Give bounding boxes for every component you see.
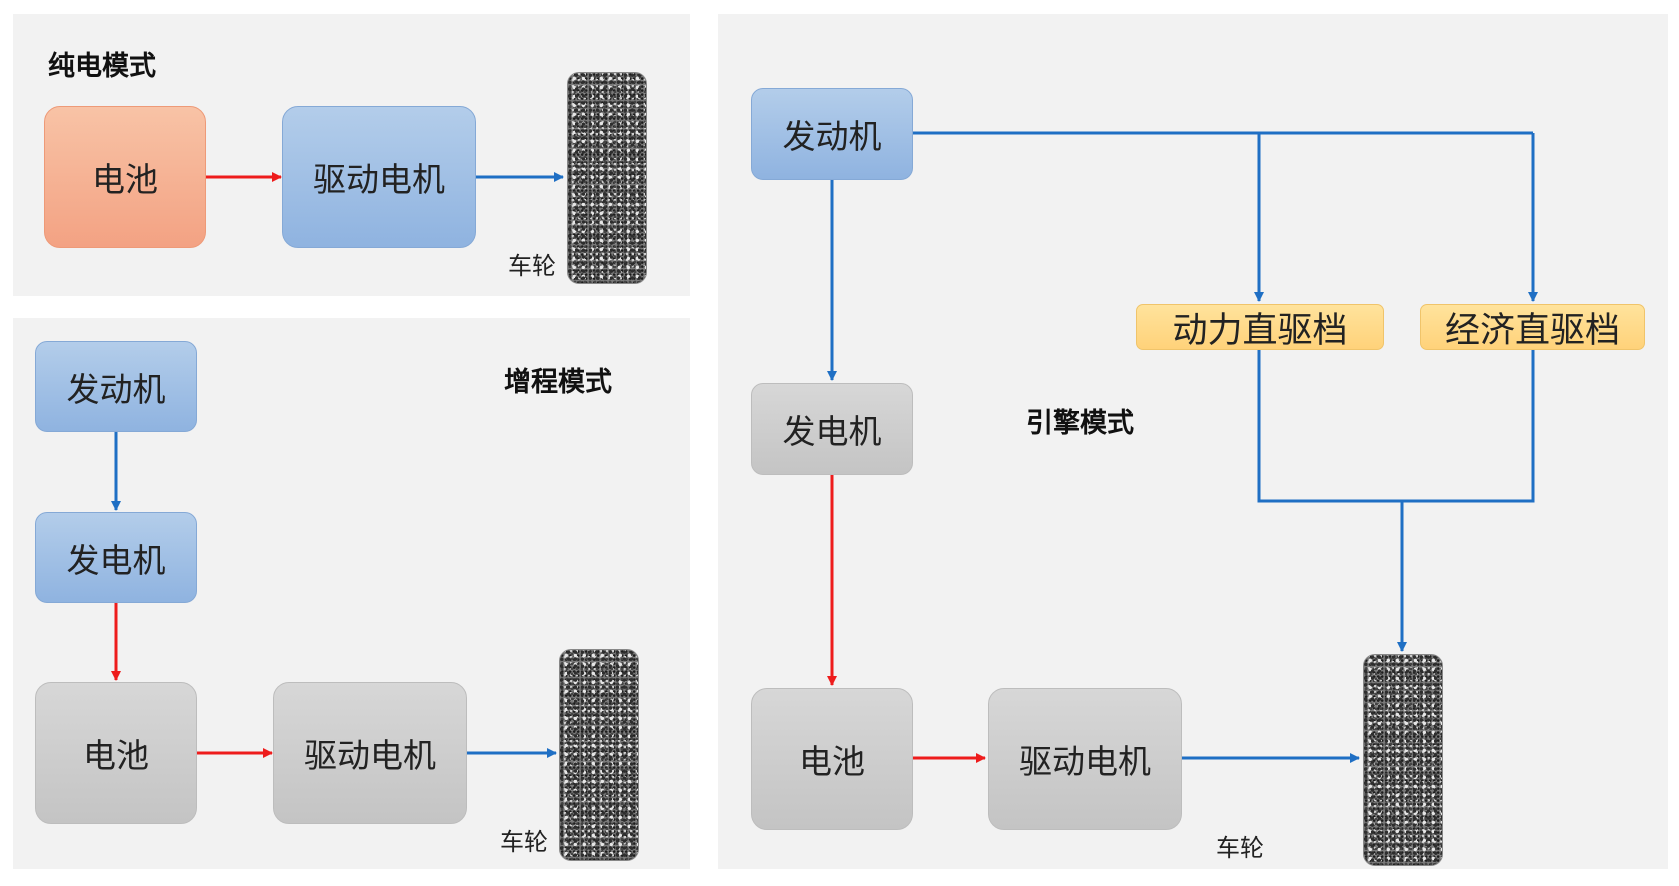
pure-wheel-label: 车轮 xyxy=(508,252,556,280)
re-engine-box: 发动机 xyxy=(35,341,197,432)
re-generator-box: 发电机 xyxy=(35,512,197,603)
em-battery-box: 电池 xyxy=(751,688,913,830)
em-engine-box: 发动机 xyxy=(751,88,913,180)
em-gears-merge-line xyxy=(1257,350,1535,503)
engine-mode-title: 引擎模式 xyxy=(1026,408,1134,439)
em-generator-box: 发电机 xyxy=(751,383,913,475)
re-wheel-label: 车轮 xyxy=(500,828,548,856)
re-drive-motor-box: 驱动电机 xyxy=(273,682,467,824)
em-wheel-image xyxy=(1363,654,1443,866)
range-extender-title: 增程模式 xyxy=(504,367,612,398)
pure-wheel-image xyxy=(567,72,647,284)
em-wheel-label: 车轮 xyxy=(1216,834,1264,862)
re-battery-box: 电池 xyxy=(35,682,197,824)
em-drive-motor-box: 驱动电机 xyxy=(988,688,1182,830)
re-wheel-image xyxy=(559,649,639,861)
pure-ev-title: 纯电模式 xyxy=(48,51,156,82)
em-eco-direct-gear-box: 经济直驱档 xyxy=(1420,304,1645,351)
pure-drive-motor-box: 驱动电机 xyxy=(282,106,476,248)
em-power-direct-gear-box: 动力直驱档 xyxy=(1136,304,1384,351)
pure-battery-box: 电池 xyxy=(44,106,206,248)
